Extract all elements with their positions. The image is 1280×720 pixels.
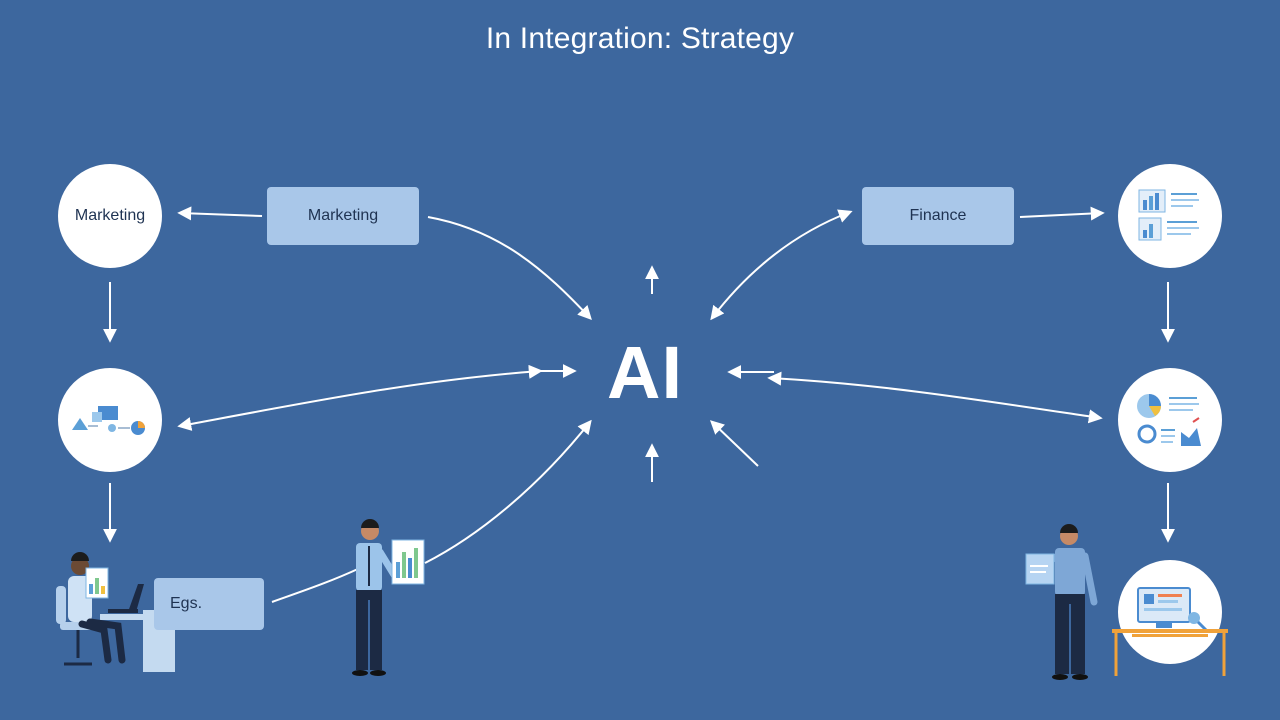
marketing-box-node: Marketing xyxy=(267,187,419,245)
arrow-finance-ai xyxy=(710,209,853,321)
diagram-title: In Integration: Strategy xyxy=(485,22,795,55)
dashboard-chart-icon xyxy=(1138,189,1199,241)
arrow-midleft-ai xyxy=(177,364,543,431)
person-holding-chart-illustration xyxy=(352,519,425,676)
arrow-finance-to-circle xyxy=(1019,206,1105,221)
analytics-pie-chart-icon xyxy=(1137,394,1201,446)
arrow-person-to-ai xyxy=(424,419,592,564)
top-right-circle-node xyxy=(1118,164,1222,268)
marketing-circle-label: Marketing xyxy=(74,207,146,224)
workflow-diagram-icon xyxy=(72,406,145,435)
ai-center-label: AI xyxy=(607,331,683,414)
finance-box-node: Finance xyxy=(862,187,1014,245)
arrow-midright-ai xyxy=(767,371,1103,424)
egs-box-label: Egs. xyxy=(170,595,203,612)
bottom-right-circle-node xyxy=(1118,560,1222,664)
arrow-egs-to-ai xyxy=(271,567,361,603)
computer-workstation-icon xyxy=(1132,587,1208,637)
arrow-lower-right-to-ai xyxy=(709,420,759,467)
arrow-marketing-to-ai xyxy=(427,216,592,321)
marketing-circle-node: Marketing xyxy=(58,164,162,268)
arrow-marketing-box-to-circle xyxy=(177,206,263,221)
mid-right-circle-node xyxy=(1118,368,1222,472)
egs-box-node: Egs. xyxy=(154,578,264,630)
person-at-desk-illustration xyxy=(56,552,182,672)
marketing-box-label: Marketing xyxy=(307,207,379,224)
mid-left-circle-node xyxy=(58,368,162,472)
finance-box-label: Finance xyxy=(909,207,967,224)
